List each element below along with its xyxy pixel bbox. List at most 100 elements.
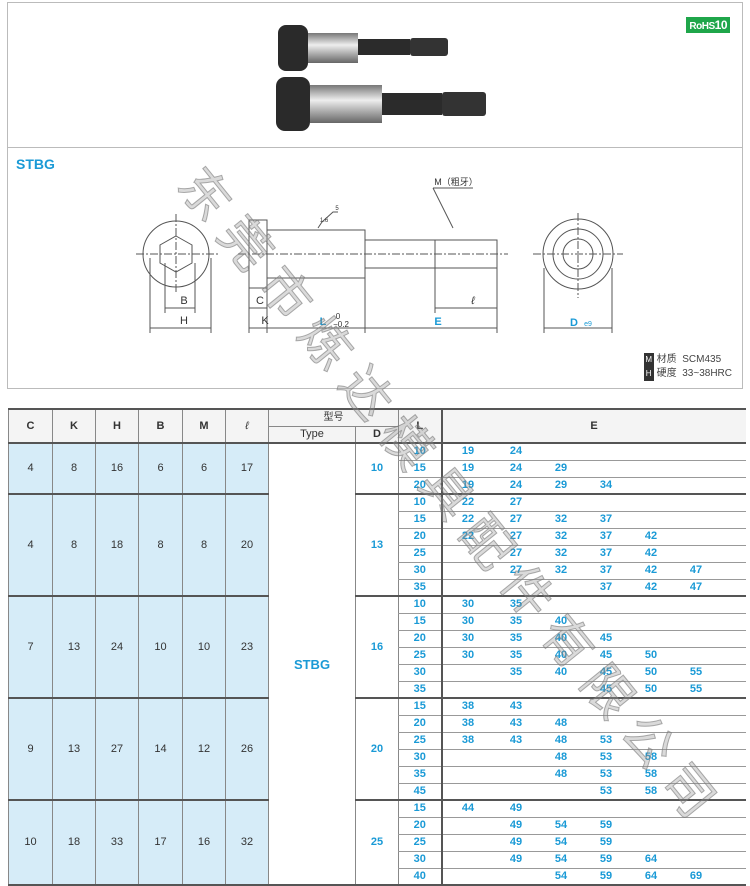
- cell-spacer: [718, 732, 746, 750]
- cell-L: 10: [398, 494, 443, 512]
- cell-H: 16: [95, 443, 139, 495]
- cell-L: 30: [398, 851, 443, 869]
- cell-E: [628, 698, 674, 716]
- cell-E: [673, 511, 719, 529]
- cell-E: 38: [441, 732, 494, 750]
- cell-E: 42: [628, 528, 674, 546]
- cell-M: 12: [182, 698, 226, 801]
- cell-L: 15: [398, 460, 443, 478]
- cell-E: 22: [441, 511, 494, 529]
- cell-spacer: [718, 443, 746, 461]
- cell-L: 25: [398, 834, 443, 852]
- cell-L: 10: [398, 443, 443, 461]
- cell-E: 27: [493, 511, 539, 529]
- cell-E: 38: [441, 698, 494, 716]
- cell-E: 59: [583, 868, 629, 886]
- cell-L: 35: [398, 579, 443, 597]
- cell-E: 54: [538, 817, 584, 835]
- cell-E: [673, 732, 719, 750]
- cell-E: 50: [628, 664, 674, 682]
- cell-spacer: [718, 681, 746, 699]
- header-M: M: [182, 408, 226, 444]
- rohs-badge: RoHS10: [686, 17, 730, 33]
- cell-E: [583, 460, 629, 478]
- cell-E: [673, 528, 719, 546]
- cell-E: 54: [538, 868, 584, 886]
- cell-E: [628, 494, 674, 512]
- cell-E: 42: [628, 545, 674, 563]
- cell-spacer: [718, 868, 746, 886]
- cell-E: [673, 494, 719, 512]
- cell-E: 42: [628, 579, 674, 597]
- cell-E: 48: [538, 732, 584, 750]
- cell-B: 10: [138, 596, 183, 699]
- cell-spacer: [718, 715, 746, 733]
- cell-E: 44: [441, 800, 494, 818]
- cell-E: 53: [583, 749, 629, 767]
- dim-E: E: [434, 316, 441, 328]
- cell-E: 40: [538, 613, 584, 631]
- cell-E: [673, 834, 719, 852]
- cell-E: 19: [441, 477, 494, 495]
- cell-E: 50: [628, 681, 674, 699]
- cell-L: 20: [398, 817, 443, 835]
- cell-E: 30: [441, 613, 494, 631]
- cell-E: [538, 783, 584, 801]
- cell-E: 24: [493, 477, 539, 495]
- cell-L: 20: [398, 715, 443, 733]
- cell-E: [673, 715, 719, 733]
- cell-C: 4: [8, 443, 53, 495]
- cell-E: [538, 494, 584, 512]
- header-B: B: [138, 408, 183, 444]
- cell-E: 49: [493, 851, 539, 869]
- cell-H: 24: [95, 596, 139, 699]
- cell-H: 27: [95, 698, 139, 801]
- cell-E: [441, 579, 494, 597]
- cell-C: 4: [8, 494, 53, 597]
- dim-D-tolerance: e9: [584, 321, 592, 328]
- cell-E: [441, 766, 494, 784]
- cell-l: 26: [225, 698, 269, 801]
- cell-E: 47: [673, 579, 719, 597]
- cell-E: 58: [628, 766, 674, 784]
- cell-E: 30: [441, 647, 494, 665]
- cell-L: 15: [398, 800, 443, 818]
- cell-E: 53: [583, 766, 629, 784]
- cell-E: 48: [538, 715, 584, 733]
- cell-E: [538, 800, 584, 818]
- cell-spacer: [718, 766, 746, 784]
- cell-L: 25: [398, 732, 443, 750]
- cell-l: 20: [225, 494, 269, 597]
- cell-E: [673, 613, 719, 631]
- cell-E: [441, 851, 494, 869]
- cell-E: [583, 698, 629, 716]
- cell-spacer: [718, 630, 746, 648]
- cell-E: [538, 681, 584, 699]
- cell-E: [583, 715, 629, 733]
- cell-E: [628, 732, 674, 750]
- cell-E: [673, 545, 719, 563]
- header-K: K: [52, 408, 96, 444]
- cell-E: [583, 443, 629, 461]
- cell-B: 17: [138, 800, 183, 886]
- cell-E: [583, 800, 629, 818]
- cell-E: 42: [628, 562, 674, 580]
- roughness-1: 1.6: [320, 218, 329, 224]
- cell-E: 27: [493, 562, 539, 580]
- cell-E: [673, 443, 719, 461]
- cell-B: 14: [138, 698, 183, 801]
- dim-L: L: [320, 316, 327, 328]
- cell-spacer: [718, 647, 746, 665]
- cell-E: 59: [583, 834, 629, 852]
- cell-E: 40: [538, 630, 584, 648]
- cell-spacer: [718, 460, 746, 478]
- cell-E: 45: [583, 664, 629, 682]
